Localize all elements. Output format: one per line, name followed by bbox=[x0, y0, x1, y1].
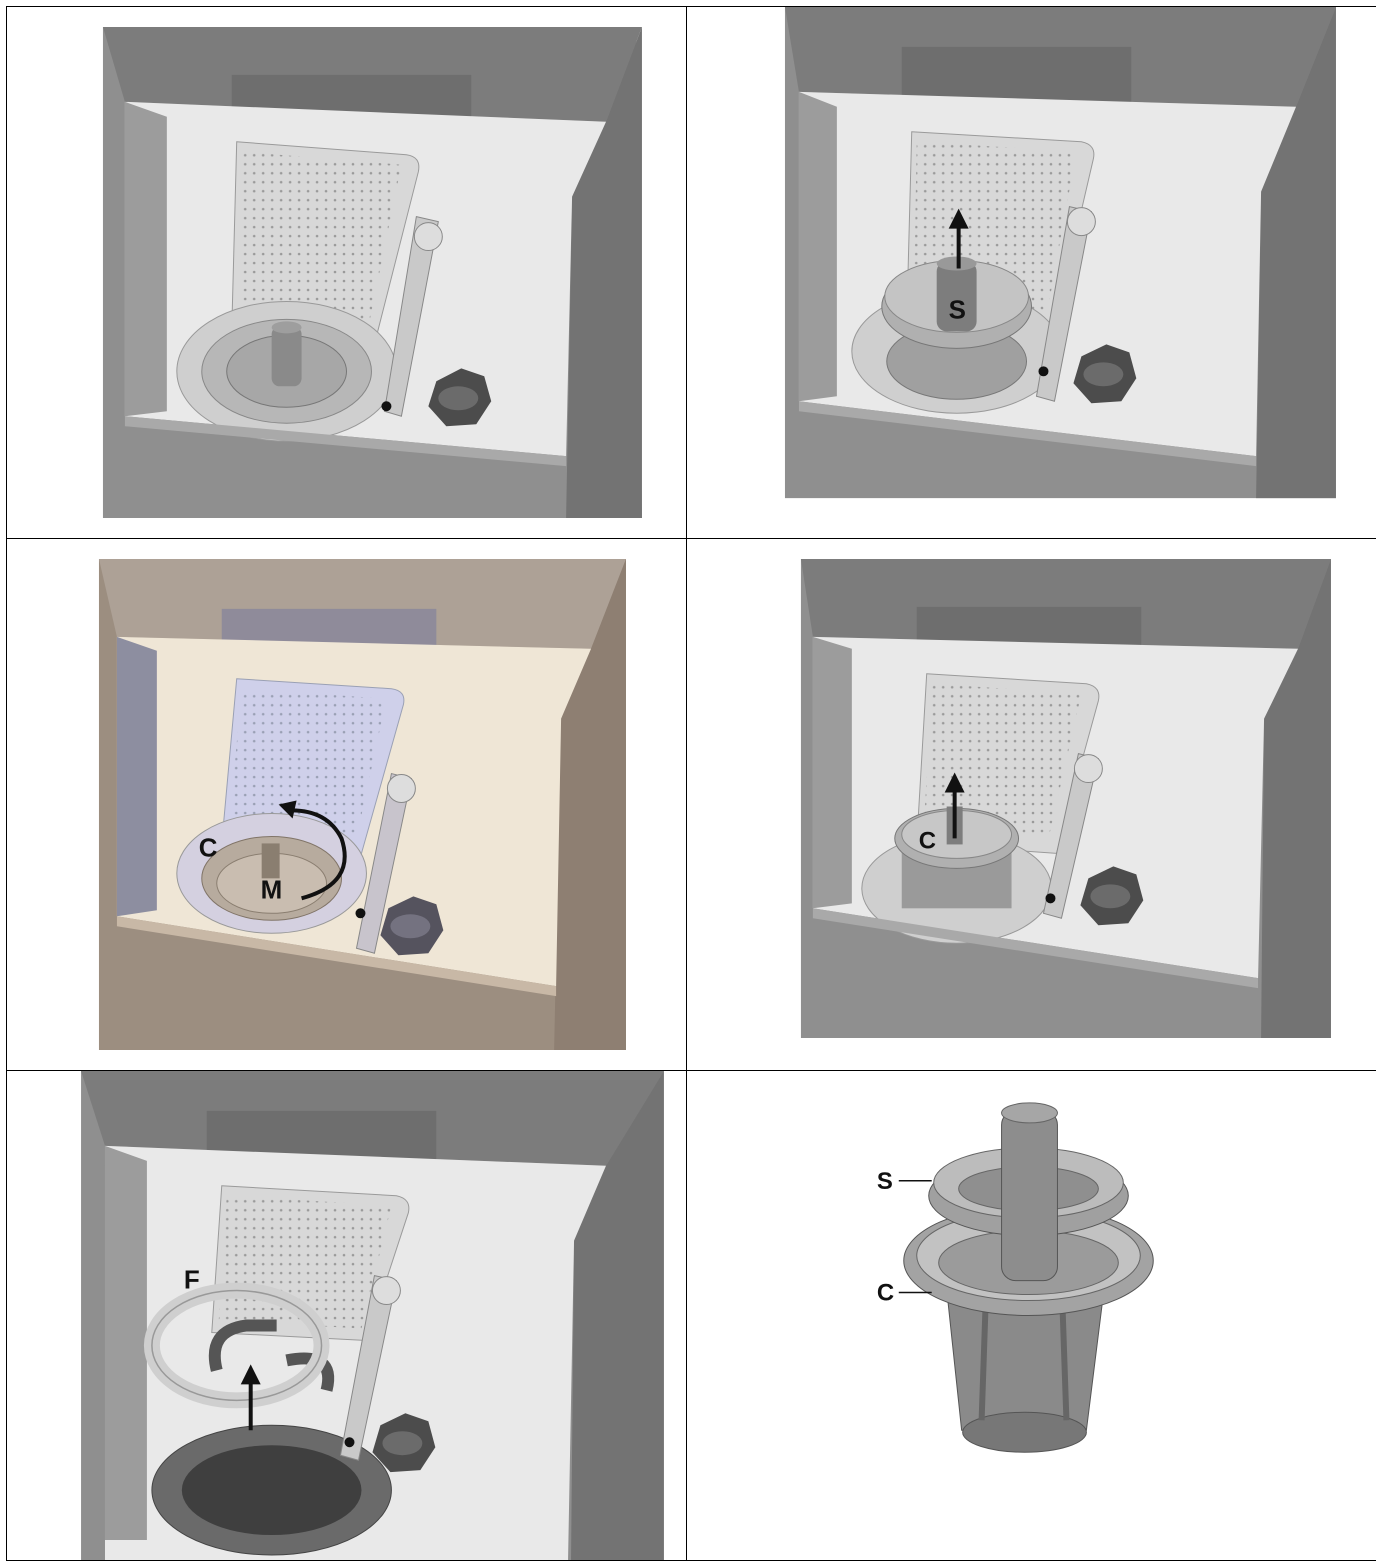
dishwasher-illustration-4: C bbox=[687, 539, 1376, 1070]
label-c: C bbox=[877, 1280, 894, 1307]
panel-3: C M bbox=[7, 539, 687, 1071]
strainer-assembly-illustration: S C bbox=[687, 1071, 1376, 1560]
dishwasher-illustration-1 bbox=[7, 7, 686, 538]
instruction-grid: S bbox=[6, 6, 1376, 1561]
panel-5: F bbox=[7, 1071, 687, 1561]
label-f: F bbox=[184, 1267, 200, 1295]
panel-1 bbox=[7, 7, 687, 539]
dishwasher-illustration-5: F bbox=[7, 1071, 686, 1560]
label-s: S bbox=[877, 1168, 893, 1195]
panel-6: S C bbox=[687, 1071, 1376, 1561]
dishwasher-illustration-3: C M bbox=[7, 539, 686, 1070]
label-s: S bbox=[949, 296, 966, 324]
panel-4: C bbox=[687, 539, 1376, 1071]
label-c: C bbox=[199, 834, 218, 862]
label-c: C bbox=[919, 827, 936, 854]
dishwasher-illustration-2: S bbox=[687, 7, 1376, 538]
panel-2: S bbox=[687, 7, 1376, 539]
label-m: M bbox=[261, 876, 283, 904]
